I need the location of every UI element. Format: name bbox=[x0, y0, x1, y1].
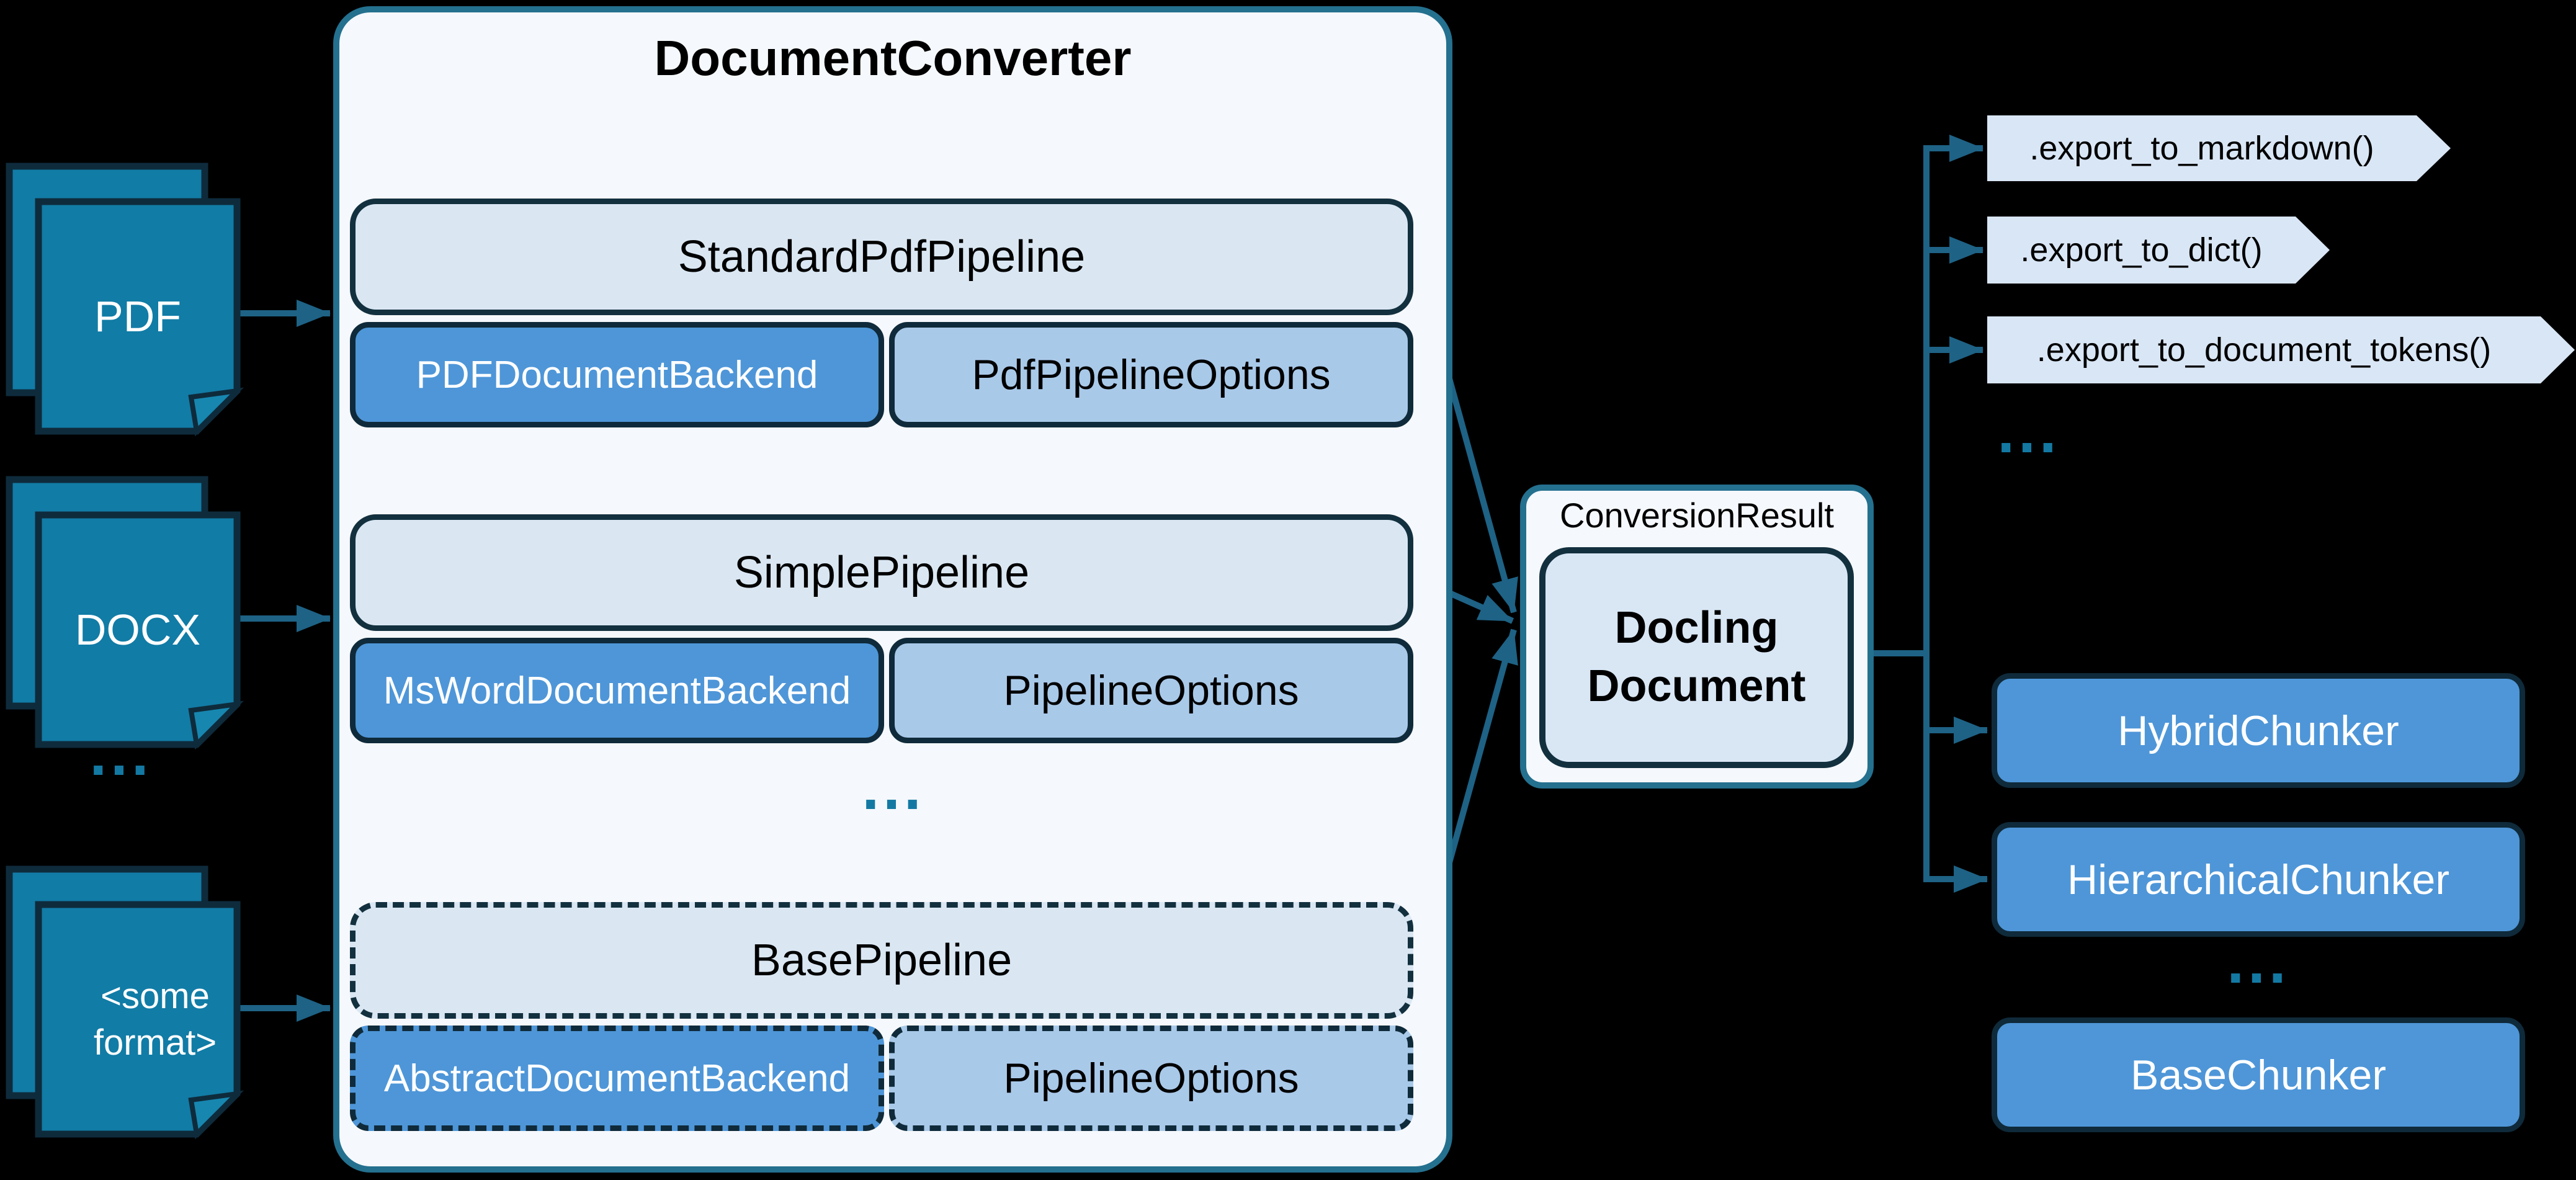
hierarchicalchunker-label: HierarchicalChunker bbox=[2067, 856, 2450, 903]
export-markdown-flag: .export_to_markdown() bbox=[1987, 115, 2451, 181]
options-pdfpipelineoptions: PdfPipelineOptions bbox=[889, 322, 1413, 427]
backend-abstractdocumentbackend: AbstractDocumentBackend bbox=[350, 1026, 884, 1131]
pipeline-label: SimplePipeline bbox=[733, 548, 1030, 597]
hybridchunker-label: HybridChunker bbox=[2118, 707, 2399, 754]
basechunker-box: BaseChunker bbox=[1992, 1017, 2525, 1132]
options-label: PdfPipelineOptions bbox=[972, 351, 1331, 398]
pipeline-label: BasePipeline bbox=[751, 936, 1013, 985]
document-stack-icon bbox=[6, 163, 244, 437]
export-dict-flag: .export_to_dict() bbox=[1987, 217, 2330, 284]
pipelines-ellipsis: ... bbox=[862, 753, 925, 823]
input-doc-someformat: <some format> bbox=[3, 863, 245, 1142]
pipeline-label: StandardPdfPipeline bbox=[678, 232, 1086, 282]
backend-label: PDFDocumentBackend bbox=[416, 353, 818, 396]
options-pipelineoptions: PipelineOptions bbox=[889, 638, 1413, 743]
backend-msw348orddocumentbackend: MsWordDocumentBackend bbox=[350, 638, 884, 743]
input-doc-docx: DOCX bbox=[3, 473, 245, 753]
input-doc-label-docx: DOCX bbox=[74, 606, 201, 654]
docling-document-box: Docling Document bbox=[1539, 547, 1854, 768]
pipeline-standardpdfpipeline: StandardPdfPipeline bbox=[350, 199, 1413, 315]
input-doc-label-someformat: <some format> bbox=[93, 975, 217, 1063]
backend-label: MsWordDocumentBackend bbox=[383, 669, 851, 712]
page-fold-shape bbox=[188, 387, 244, 437]
options-label: PipelineOptions bbox=[1003, 1055, 1299, 1102]
export-markdown-label: .export_to_markdown() bbox=[2029, 130, 2374, 167]
input-doc-label-pdf: PDF bbox=[94, 292, 181, 341]
hybridchunker-box: HybridChunker bbox=[1992, 673, 2525, 788]
converter-title: DocumentConverter bbox=[654, 30, 1132, 86]
input-doc-pdf: PDF bbox=[3, 160, 245, 439]
exports-ellipsis: ... bbox=[1997, 396, 2060, 466]
docling-document-label: Docling Document bbox=[1587, 603, 1806, 711]
backend-pdfdocumentbackend: PDFDocumentBackend bbox=[350, 322, 884, 427]
basechunker-label: BaseChunker bbox=[2130, 1051, 2387, 1099]
options-pipelineoptions-base: PipelineOptions bbox=[889, 1026, 1413, 1131]
export-document-tokens-flag: .export_to_document_tokens() bbox=[1987, 316, 2575, 383]
export-dict-label: .export_to_dict() bbox=[2020, 231, 2263, 269]
chunkers-ellipsis: ... bbox=[2227, 927, 2290, 996]
page-fold-shape bbox=[188, 1090, 244, 1140]
export-document-tokens-label: .export_to_document_tokens() bbox=[2036, 331, 2492, 369]
document-stack-icon bbox=[6, 476, 244, 750]
backend-label: AbstractDocumentBackend bbox=[383, 1057, 851, 1100]
pipeline-basepipeline: BasePipeline bbox=[350, 902, 1413, 1019]
pipeline-simplepipeline: SimplePipeline bbox=[350, 514, 1413, 631]
hierarchicalchunker-box: HierarchicalChunker bbox=[1992, 822, 2525, 937]
options-label: PipelineOptions bbox=[1003, 667, 1299, 714]
inputs-ellipsis: ... bbox=[89, 719, 153, 789]
page-fold-shape bbox=[188, 700, 244, 750]
document-stack-icon bbox=[6, 865, 244, 1140]
conversion-result-label: ConversionResult bbox=[1560, 496, 1834, 535]
